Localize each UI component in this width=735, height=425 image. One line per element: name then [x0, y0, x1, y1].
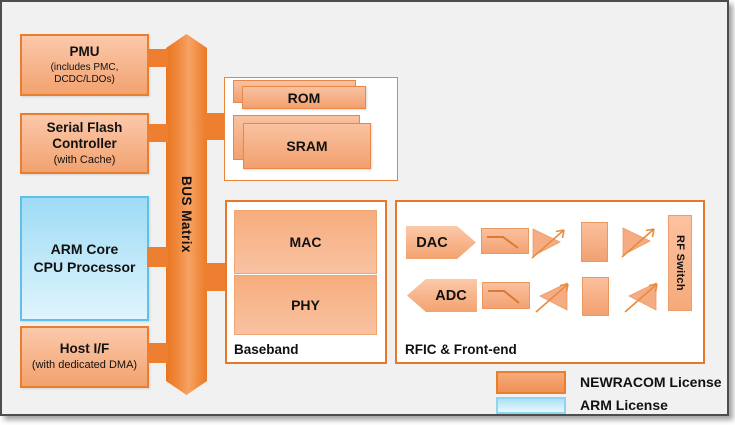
legend-newracom-label: NEWRACOM License — [580, 374, 722, 390]
serial-flash-subtitle: (with Cache) — [53, 154, 116, 167]
connector-arm-bus — [147, 247, 168, 267]
baseband-caption: Baseband — [234, 342, 299, 357]
sram-label: SRAM — [286, 138, 328, 154]
baseband-group: MAC PHY Baseband — [225, 200, 387, 364]
legend-arm-swatch — [496, 397, 566, 414]
bus-matrix: BUS Matrix — [166, 34, 207, 395]
arm-core-title: ARM Core CPU Processor — [33, 241, 136, 275]
pmu-title: PMU — [69, 44, 100, 60]
host-if-block: Host I/F (with dedicated DMA) — [20, 326, 149, 388]
dac-label: DAC — [416, 234, 448, 251]
memory-group: ROM SRAM — [224, 77, 398, 181]
connector-serialflash-bus — [147, 124, 168, 142]
variable-amplifier-icon — [621, 227, 655, 258]
connector-bus-memory — [205, 113, 226, 140]
connector-host-bus — [147, 343, 168, 363]
filter-stage-icon — [582, 277, 609, 316]
adc-block: ADC — [407, 279, 477, 312]
legend-newracom-swatch — [496, 371, 566, 394]
phy-label: PHY — [291, 297, 320, 313]
variable-amplifier-icon — [535, 282, 569, 313]
adc-label: ADC — [435, 287, 467, 304]
mac-label: MAC — [289, 234, 322, 250]
mac-block: MAC — [234, 210, 377, 274]
variable-amplifier-icon — [624, 282, 658, 313]
connector-bus-baseband — [205, 263, 226, 291]
host-if-title: Host I/F — [59, 341, 110, 357]
sram-block: SRAM — [243, 123, 371, 169]
rf-switch-label: RF Switch — [674, 235, 686, 291]
variable-amplifier-icon — [531, 228, 565, 259]
rfic-group: DAC ADC — [395, 200, 705, 364]
phy-block: PHY — [234, 275, 377, 335]
serial-flash-title: Serial Flash Controller — [46, 119, 123, 152]
arm-core-block: ARM Core CPU Processor — [20, 196, 149, 321]
lowpass-filter-icon — [482, 282, 530, 309]
rom-label: ROM — [287, 89, 321, 106]
bus-matrix-label: BUS Matrix — [179, 175, 194, 253]
lowpass-filter-icon — [481, 228, 529, 254]
dac-block: DAC — [406, 226, 476, 259]
legend-arm-label: ARM License — [580, 397, 668, 413]
rom-block: ROM — [242, 86, 366, 109]
host-if-subtitle: (with dedicated DMA) — [31, 359, 138, 372]
rf-switch-block: RF Switch — [668, 215, 692, 311]
pmu-block: PMU (includes PMC, DCDC/LDOs) — [20, 34, 149, 96]
serial-flash-block: Serial Flash Controller (with Cache) — [20, 113, 149, 174]
diagram-frame: PMU (includes PMC, DCDC/LDOs) Serial Fla… — [0, 0, 729, 416]
connector-pmu-bus — [147, 49, 168, 67]
rfic-caption: RFIC & Front-end — [405, 342, 517, 357]
pmu-subtitle: (includes PMC, DCDC/LDOs) — [50, 61, 119, 85]
filter-stage-icon — [581, 222, 608, 262]
